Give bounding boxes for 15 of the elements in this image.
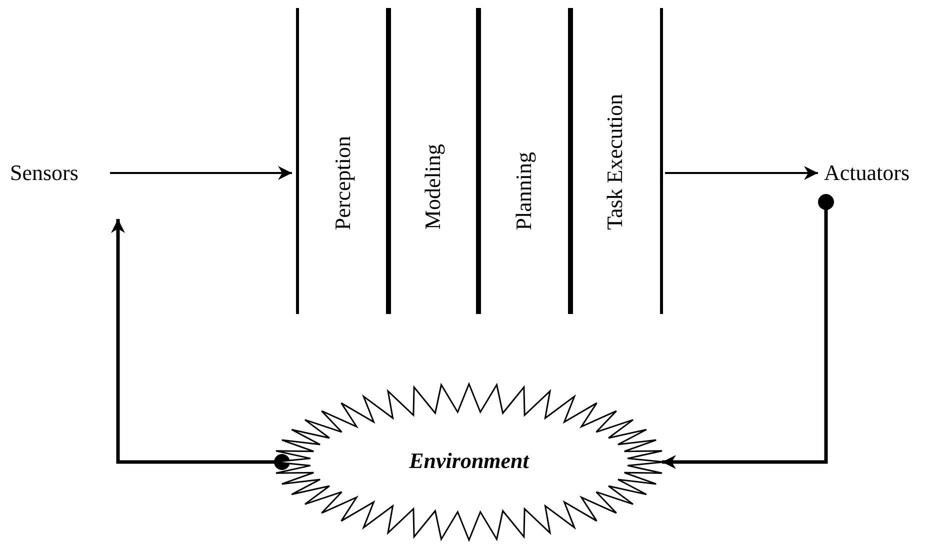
arrow <box>111 219 290 470</box>
layer-label: Task Execution <box>604 94 626 230</box>
arrow <box>110 166 292 180</box>
layer-column <box>476 8 573 314</box>
arrow <box>665 166 818 180</box>
layer-label: Perception <box>332 136 354 230</box>
environment-label: Environment <box>408 450 530 472</box>
layer-column <box>568 8 663 314</box>
arrow <box>662 194 834 469</box>
layer-label: Planning <box>512 152 534 230</box>
actuators-label: Actuators <box>824 162 910 184</box>
layer-label: Modeling <box>422 144 444 230</box>
layer-column <box>296 8 391 314</box>
sensors-label: Sensors <box>10 162 78 184</box>
layer-column <box>386 8 481 314</box>
